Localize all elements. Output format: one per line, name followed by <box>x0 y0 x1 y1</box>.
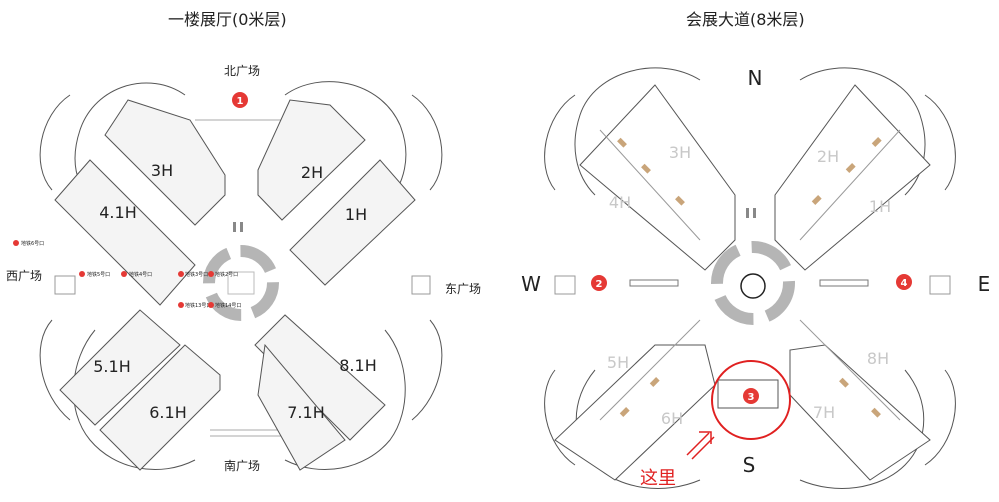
hall-label: 6.1H <box>149 403 186 422</box>
hall-3h-4h-block <box>579 84 736 271</box>
center-core <box>227 271 255 295</box>
hall-label: 6H <box>661 409 683 428</box>
metro-label: 地铁2号口 <box>215 271 238 278</box>
annotation-arrow-icon <box>686 431 715 460</box>
hall-6-1h-block <box>99 344 221 471</box>
hall-label: 2H <box>817 147 839 166</box>
metro-icon <box>208 302 214 308</box>
left-map-title: 一楼展厅(0米层) <box>168 10 287 29</box>
entrance-marker-3[interactable] <box>743 388 759 404</box>
outer-curve-w2 <box>39 319 71 421</box>
metro-icon <box>178 271 184 277</box>
floor-map-level-8: N S E W 2 3 4 3H 2H 4H 1H 5H 8H 6H 7H 这里 <box>521 66 991 489</box>
outer-lobe-se <box>799 369 925 489</box>
hall-8-1h-block <box>254 314 386 441</box>
metro-label: 地铁14号口 <box>215 302 241 309</box>
signage-block <box>871 407 881 418</box>
hall-label: 1H <box>869 197 891 216</box>
east-bridge <box>819 279 869 287</box>
center-ring <box>203 245 279 321</box>
center-ring <box>711 241 795 325</box>
hall-label: 8H <box>867 349 889 368</box>
hall-label: 4.1H <box>99 203 136 222</box>
annotation-label: 这里 <box>640 468 676 489</box>
entrance-marker-4-label: 4 <box>901 278 908 289</box>
hall-label: 5.1H <box>93 357 130 376</box>
hall-2h-block <box>257 99 366 221</box>
metro-icon <box>178 302 184 308</box>
outer-lobe-nw <box>574 67 701 196</box>
highlight-circle <box>711 360 791 440</box>
right-map-title: 会展大道(8米层) <box>686 10 805 29</box>
outer-curve-e1 <box>411 94 443 191</box>
signage-block <box>811 195 822 205</box>
signage-block <box>845 163 856 173</box>
metro-icon <box>13 240 19 246</box>
entrance-marker-3-label: 3 <box>748 392 755 403</box>
floor-map-level-0: 北广场 南广场 东广场 西广场 1 3H 2H 4.1H 1H 5.1H 8.1… <box>6 64 481 473</box>
hall-4-1h-block <box>54 159 196 306</box>
signage-block <box>617 137 627 148</box>
outer-curve-e2 <box>411 319 443 421</box>
plaza-west-label: 西广场 <box>6 269 42 283</box>
entrance-marker-4[interactable] <box>896 274 912 290</box>
signage-block <box>871 137 882 147</box>
hall-label: 3H <box>669 143 691 162</box>
metro-icon <box>79 271 85 277</box>
signage-block <box>619 407 630 417</box>
plaza-north-label: 北广场 <box>224 64 260 78</box>
hall-7-1h-block <box>257 343 346 471</box>
entrance-marker-1[interactable] <box>232 92 248 108</box>
metro-label: 地铁5号口 <box>87 271 110 278</box>
hall-label: 7H <box>813 403 835 422</box>
compass-north: N <box>748 66 763 90</box>
outer-lobe-se <box>284 329 406 470</box>
hall-3h-block <box>104 99 226 226</box>
entrance-marker-1-label: 1 <box>237 96 244 107</box>
outer-curve-w1 <box>39 94 71 191</box>
hall-label: 2H <box>301 163 323 182</box>
signage-block <box>641 163 651 174</box>
outer-lobe-ne <box>284 81 407 206</box>
metro-label: 地铁6号口 <box>21 240 44 247</box>
hall-label: 8.1H <box>339 356 376 375</box>
metro-label: 地铁13号口 <box>185 302 211 309</box>
compass-west: W <box>521 272 541 296</box>
hall-label: 5H <box>607 353 629 372</box>
outer-lobe-sw <box>73 329 196 470</box>
hall-label: 4H <box>609 193 631 212</box>
metro-label: 地铁3号口 <box>185 271 208 278</box>
signage-block <box>649 377 660 387</box>
hall-2h-1h-block <box>774 84 931 271</box>
signage-block <box>675 195 685 206</box>
metro-label: 地铁4号口 <box>129 271 152 278</box>
hall-5-1h-block <box>59 309 181 426</box>
hall-8h-7h-block <box>789 344 931 481</box>
metro-icon <box>208 271 214 277</box>
entrance-marker-2-label: 2 <box>596 279 603 290</box>
hall-5h-6h-block <box>554 344 716 481</box>
entrance-marker-2[interactable] <box>591 275 607 291</box>
hall-1h-block <box>289 159 416 286</box>
plaza-east-label: 东广场 <box>445 282 481 296</box>
metro-icon <box>121 271 127 277</box>
hall-label: 7.1H <box>287 403 324 422</box>
hall-label: 1H <box>345 205 367 224</box>
west-bridge <box>629 279 679 287</box>
compass-east: E <box>978 272 991 296</box>
center-hub <box>740 273 766 299</box>
plaza-south-label: 南广场 <box>224 458 260 473</box>
hall-label: 3H <box>151 161 173 180</box>
signage-block <box>839 377 849 388</box>
compass-south: S <box>743 453 756 477</box>
